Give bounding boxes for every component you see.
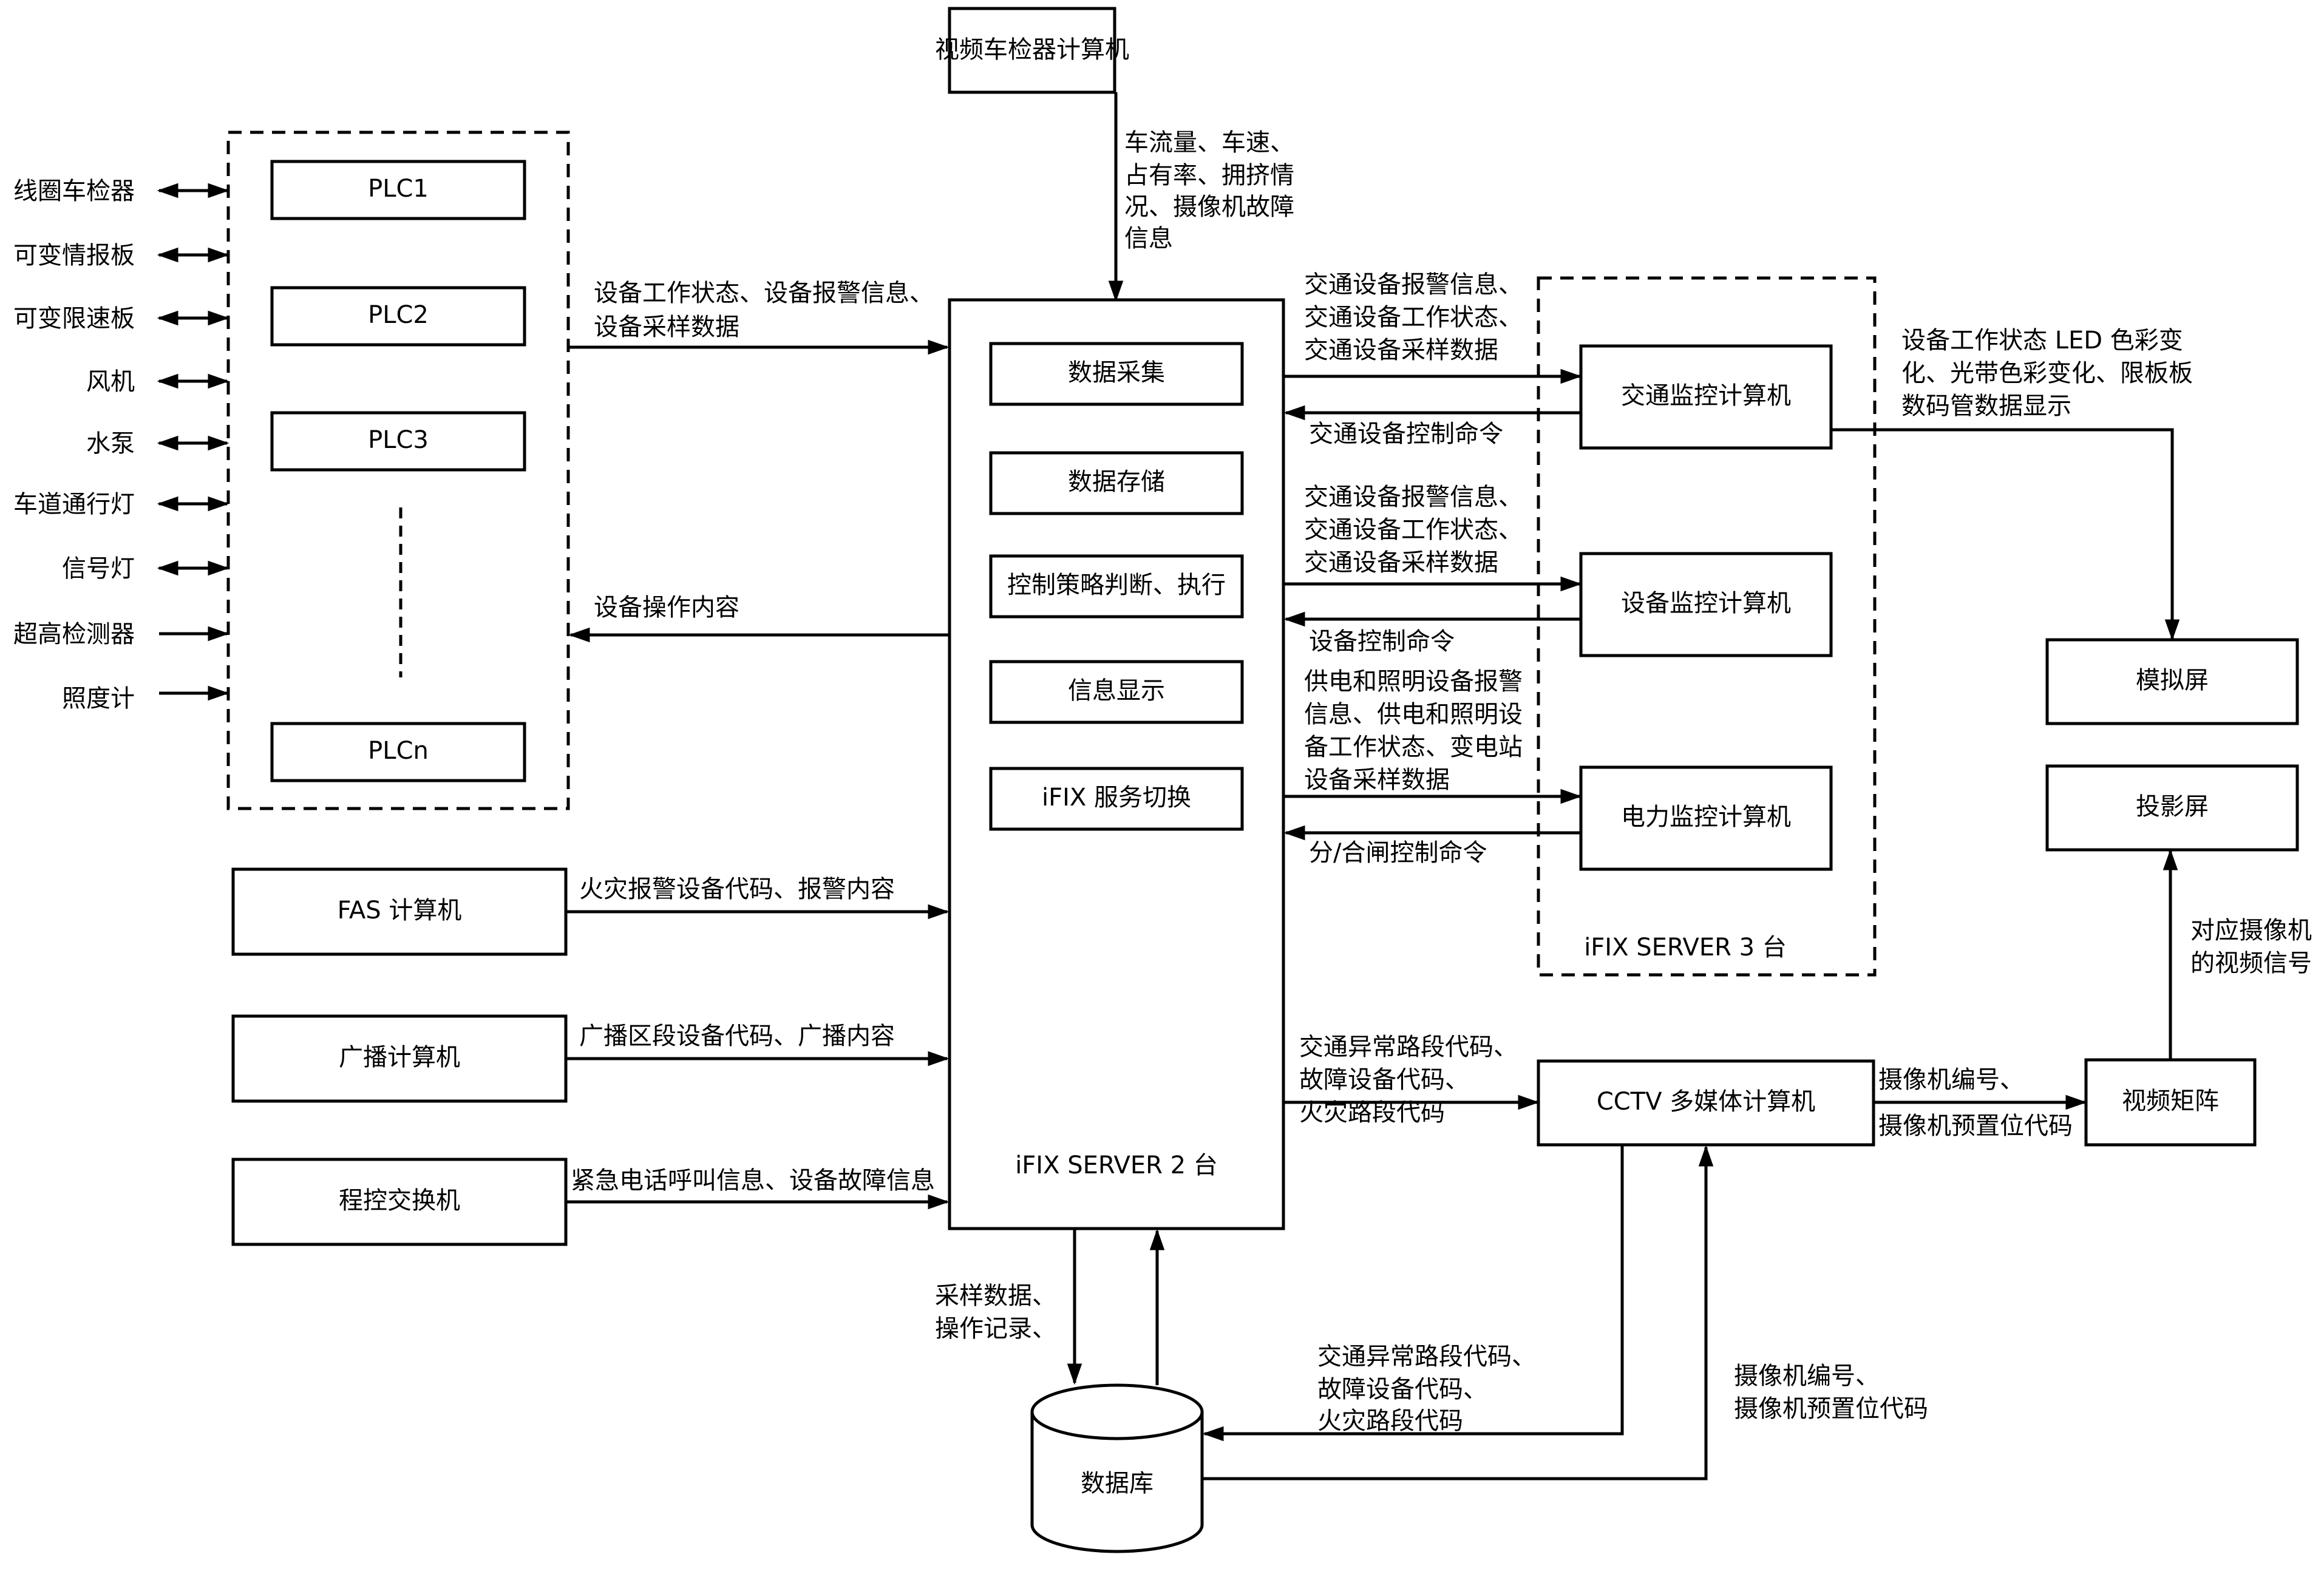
- server2-label: iFIX SERVER 2 台: [1015, 1151, 1218, 1179]
- function-info-display: [989, 660, 1244, 724]
- plc1-box: [270, 160, 526, 220]
- function-data-storage-label: 数据存储: [1068, 468, 1165, 496]
- video-matrix-label: 视频矩阵: [2122, 1087, 2219, 1115]
- from-power-label: 分/合闸控制命令: [1309, 839, 1487, 867]
- projection-screen-box: [2045, 764, 2299, 852]
- plc-group-border: [226, 131, 570, 810]
- video-detector-box: [948, 7, 1116, 94]
- simulation-screen-box: [2045, 638, 2299, 725]
- function-data-collection: [989, 342, 1244, 406]
- database-cylinder: [1030, 1383, 1204, 1553]
- simulation-screen-label: 模拟屏: [2136, 666, 2209, 694]
- field-device-list: 线圈车检器 可变情报板 可变限速板 风机 水泵 车道通行灯 信号灯 超高检测器 …: [13, 177, 135, 713]
- function-control-strategy: [989, 554, 1244, 619]
- to-device-label: 交通设备报警信息、 交通设备工作状态、 交通设备采样数据: [1304, 483, 1531, 577]
- function-data-collection-label: 数据采集: [1068, 359, 1165, 387]
- video-data-label: 车流量、车速、 占有率、拥挤情 况、摄像机故障 信息: [1124, 129, 1302, 253]
- video-matrix-box: [2084, 1058, 2257, 1147]
- field-device-variable-speed-sign: 可变限速板: [13, 305, 135, 333]
- cctv-to-matrix-label: 摄像机编号、 摄像机预置位代码: [1878, 1066, 2073, 1140]
- fas-data-label: 火灾报警设备代码、报警内容: [579, 875, 895, 903]
- field-device-pump: 水泵: [86, 430, 135, 458]
- plc2-label: PLC2: [368, 301, 429, 329]
- pbx-label: 程控交换机: [339, 1187, 460, 1215]
- plc1-label: PLC1: [368, 175, 429, 203]
- matrix-to-projection-label: 对应摄像机 的视频信号: [2190, 917, 2320, 977]
- broadcast-data-label: 广播区段设备代码、广播内容: [579, 1022, 895, 1050]
- field-device-coil-detector: 线圈车检器: [13, 177, 135, 205]
- database-label: 数据库: [1081, 1470, 1154, 1497]
- broadcast-label: 广播计算机: [339, 1043, 460, 1071]
- traffic-to-simulation-arrow: [1831, 428, 2180, 641]
- device-monitor-box: [1579, 552, 1833, 657]
- to-cctv-label: 交通异常路段代码、 故障设备代码、 火灾路段代码: [1299, 1033, 1526, 1127]
- traffic-monitor-label: 交通监控计算机: [1621, 382, 1791, 410]
- fas-box: [231, 867, 568, 956]
- field-device-variable-message-sign: 可变情报板: [13, 242, 135, 270]
- function-control-strategy-label: 控制策略判断、执行: [1007, 571, 1226, 599]
- function-data-storage: [989, 451, 1244, 515]
- cctv-label: CCTV 多媒体计算机: [1597, 1088, 1815, 1116]
- to-power-label: 供电和照明设备报警 信息、供电和照明设 备工作状态、变电站 设备采样数据: [1304, 668, 1531, 794]
- db-to-cctv-label: 摄像机编号、 摄像机预置位代码: [1734, 1362, 1928, 1423]
- server3-label: iFIX SERVER 3 台: [1584, 934, 1787, 961]
- plcn-label: PLCn: [368, 737, 429, 765]
- server-to-db-label: 采样数据、 操作记录、: [935, 1282, 1064, 1343]
- field-device-lane-light: 车道通行灯: [13, 490, 135, 518]
- function-info-display-label: 信息显示: [1068, 677, 1165, 705]
- traffic-to-screen-label: 设备工作状态 LED 色彩变 化、光带色彩变化、限板板 数码管数据显示: [1901, 327, 2201, 420]
- pbx-box: [231, 1158, 568, 1246]
- pbx-data-label: 紧急电话呼叫信息、设备故障信息: [571, 1167, 935, 1195]
- function-ifix-switch: [989, 767, 1244, 831]
- db-to-cctv-arrow: [1202, 1145, 1714, 1480]
- broadcast-box: [231, 1014, 568, 1103]
- server-to-plc-label: 设备操作内容: [594, 594, 739, 622]
- field-device-arrows: [157, 183, 229, 701]
- cctv-to-db-label: 交通异常路段代码、 故障设备代码、 火灾路段代码: [1317, 1343, 1544, 1435]
- traffic-monitor-box: [1579, 344, 1833, 450]
- function-ifix-switch-label: iFIX 服务切换: [1042, 784, 1191, 812]
- plc3-label: PLC3: [368, 426, 429, 454]
- from-traffic-label: 交通设备控制命令: [1309, 420, 1503, 448]
- field-device-overheight-detector: 超高检测器: [13, 620, 135, 648]
- fas-label: FAS 计算机: [338, 897, 462, 924]
- plc3-box: [270, 411, 526, 472]
- from-device-label: 设备控制命令: [1309, 628, 1455, 656]
- field-device-illuminometer: 照度计: [62, 685, 135, 713]
- cctv-box: [1537, 1059, 1875, 1147]
- projection-screen-label: 投影屏: [2136, 793, 2209, 821]
- plc-to-server-label: 设备工作状态、设备报警信息、 设备采样数据: [594, 279, 942, 341]
- cctv-to-db-arrow: [1202, 1145, 1624, 1442]
- field-device-signal-light: 信号灯: [62, 555, 135, 583]
- server3-group-border: [1537, 276, 1877, 977]
- power-monitor-label: 电力监控计算机: [1621, 803, 1791, 831]
- to-traffic-label: 交通设备报警信息、 交通设备工作状态、 交通设备采样数据: [1304, 271, 1531, 364]
- field-device-fan: 风机: [86, 368, 135, 396]
- video-detector-label: 视频车检器计算机: [935, 36, 1129, 64]
- server2-box: [948, 298, 1285, 1230]
- plcn-box: [270, 722, 526, 782]
- device-monitor-label: 设备监控计算机: [1621, 589, 1791, 617]
- power-monitor-box: [1579, 765, 1833, 871]
- plc2-box: [270, 286, 526, 347]
